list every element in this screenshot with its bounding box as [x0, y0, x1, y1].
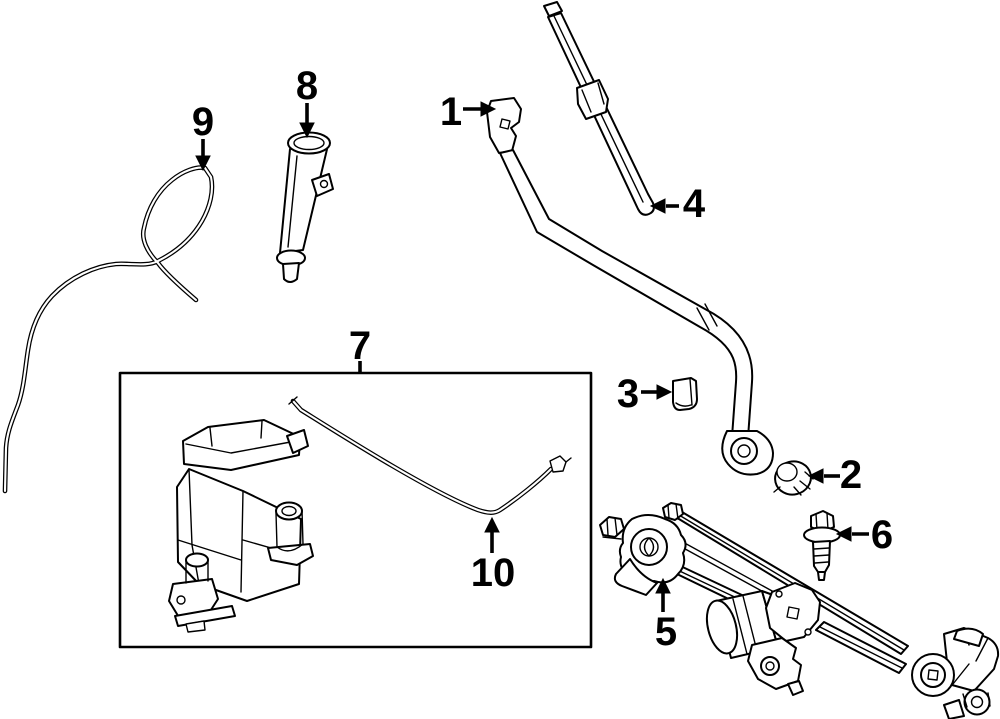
callout-2-arrowhead [807, 468, 824, 484]
callout-6-arrowhead [835, 526, 852, 542]
callout-8-arrowhead [299, 122, 315, 139]
callout-1-arrowhead [480, 101, 497, 117]
wiper-blade-drawing [543, 1, 655, 216]
part-7-boundary-box [118, 371, 593, 649]
callout-8-number[interactable]: 8 [296, 64, 318, 108]
wiper-arm-cap-drawing [672, 377, 698, 411]
callout-1-number[interactable]: 1 [440, 90, 462, 134]
callout-9-number[interactable]: 9 [192, 100, 214, 144]
callout-6[interactable]: 6 [835, 513, 893, 557]
callout-10-number[interactable]: 10 [471, 551, 516, 595]
callout-5[interactable]: 5 [655, 577, 677, 654]
callout-7-number[interactable]: 7 [349, 324, 371, 368]
pivot-grommet-drawing [773, 460, 814, 496]
callout-10-arrowhead [484, 516, 500, 533]
washer-pump-hose-drawing [288, 396, 572, 515]
callout-3-arrowhead [656, 384, 673, 400]
mounting-bolt-drawing [803, 510, 841, 581]
washer-reservoir-drawing [168, 419, 314, 633]
callout-9-arrowhead [195, 155, 211, 172]
wiper-linkage-motor-drawing [599, 502, 1000, 719]
callout-1[interactable]: 1 [440, 90, 497, 134]
callout-7[interactable]: 7 [349, 324, 371, 372]
callout-4-arrowhead [649, 198, 666, 214]
callout-4-number[interactable]: 4 [683, 182, 706, 226]
wiper-arm-drawing [486, 97, 774, 476]
callout-10[interactable]: 10 [471, 516, 516, 595]
callout-8[interactable]: 8 [296, 64, 318, 139]
callout-3-number[interactable]: 3 [617, 372, 639, 416]
callout-9[interactable]: 9 [192, 100, 214, 172]
callout-4[interactable]: 4 [649, 182, 706, 226]
callout-2-number[interactable]: 2 [840, 453, 862, 497]
callout-5-number[interactable]: 5 [655, 610, 677, 654]
filler-neck-drawing [276, 131, 334, 283]
callout-3[interactable]: 3 [617, 372, 673, 416]
callout-2[interactable]: 2 [807, 453, 862, 497]
callout-6-number[interactable]: 6 [871, 513, 893, 557]
washer-hose-drawing [2, 165, 215, 494]
callout-5-arrowhead [655, 577, 671, 594]
